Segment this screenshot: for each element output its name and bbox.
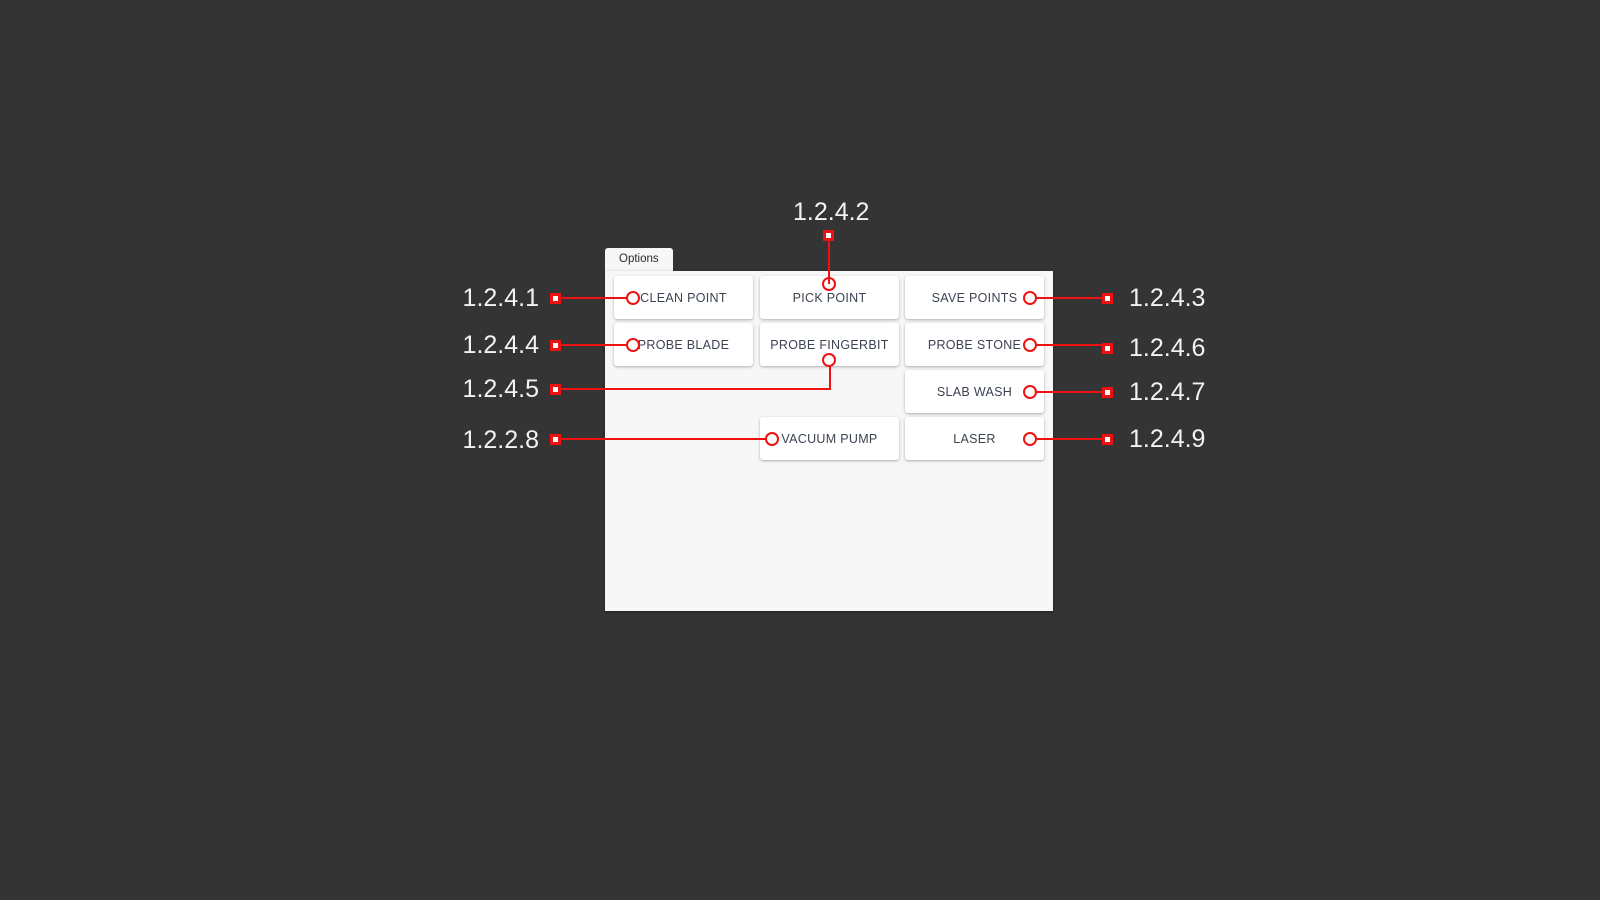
annotation-label-1-2-4-6: 1.2.4.6: [1129, 334, 1206, 362]
annotation-square-marker-1-2-4-1: [550, 293, 561, 304]
tab-options[interactable]: Options: [605, 248, 673, 271]
button-probe-stone[interactable]: PROBE STONE: [905, 323, 1044, 366]
button-probe-fingerbit[interactable]: PROBE FINGERBIT: [760, 323, 899, 366]
button-laser[interactable]: LASER: [905, 417, 1044, 460]
button-vacuum-pump[interactable]: VACUUM PUMP: [760, 417, 899, 460]
options-panel: Options CLEAN POINT PROBE BLADE PICK POI…: [605, 248, 1053, 611]
button-pick-point[interactable]: PICK POINT: [760, 276, 899, 319]
button-clean-point[interactable]: CLEAN POINT: [614, 276, 753, 319]
button-slab-wash[interactable]: SLAB WASH: [905, 370, 1044, 413]
annotation-label-1-2-4-4: 1.2.4.4: [462, 331, 539, 359]
annotation-square-marker-1-2-4-7: [1102, 387, 1113, 398]
button-probe-blade[interactable]: PROBE BLADE: [614, 323, 753, 366]
annotation-label-1-2-4-2: 1.2.4.2: [793, 198, 870, 226]
annotation-label-1-2-2-8: 1.2.2.8: [462, 426, 539, 454]
button-save-points[interactable]: SAVE POINTS: [905, 276, 1044, 319]
annotation-square-marker-1-2-4-2: [823, 230, 834, 241]
annotation-square-marker-1-2-4-9: [1102, 434, 1113, 445]
annotation-square-marker-1-2-2-8: [550, 434, 561, 445]
annotation-square-marker-1-2-4-6: [1102, 343, 1113, 354]
annotation-label-1-2-4-3: 1.2.4.3: [1129, 284, 1206, 312]
options-panel-body: CLEAN POINT PROBE BLADE PICK POINT PROBE…: [605, 271, 1053, 611]
panel-tab-strip: Options: [605, 248, 1053, 271]
annotation-square-marker-1-2-4-5: [550, 384, 561, 395]
annotation-label-1-2-4-7: 1.2.4.7: [1129, 378, 1206, 406]
annotation-label-1-2-4-9: 1.2.4.9: [1129, 425, 1206, 453]
annotation-square-marker-1-2-4-3: [1102, 293, 1113, 304]
annotation-label-1-2-4-1: 1.2.4.1: [462, 284, 539, 312]
annotation-square-marker-1-2-4-4: [550, 340, 561, 351]
annotation-label-1-2-4-5: 1.2.4.5: [462, 375, 539, 403]
